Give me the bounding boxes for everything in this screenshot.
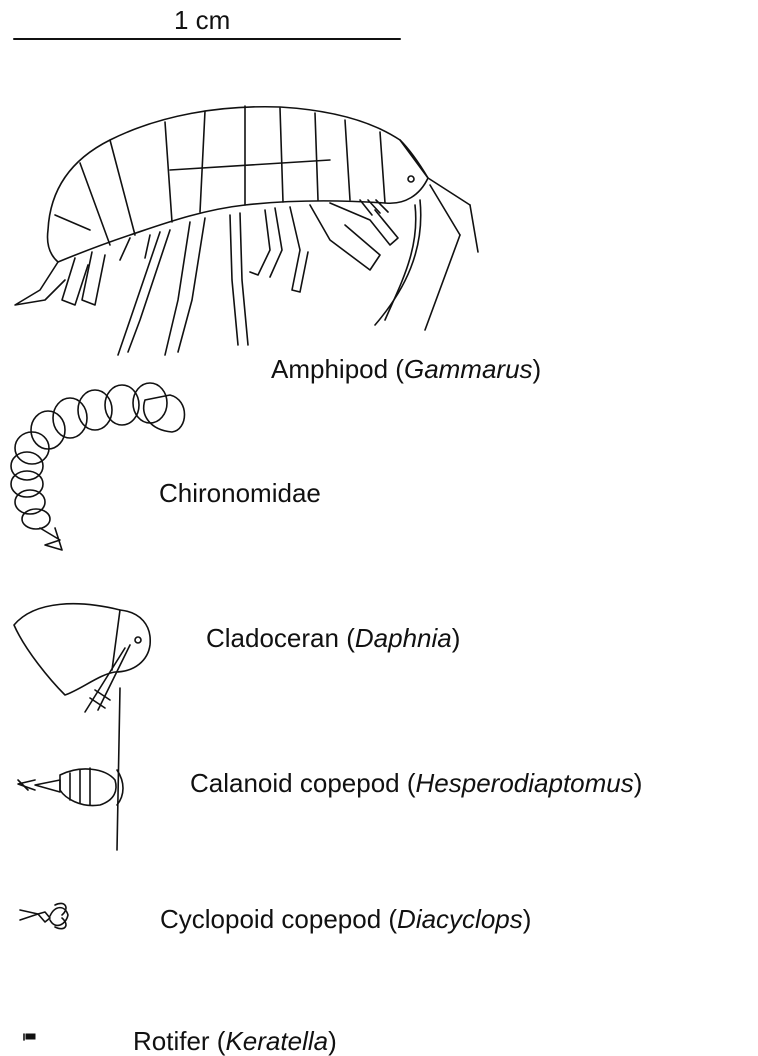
amphipod-icon — [15, 106, 478, 355]
cladoceran-label: Cladoceran (Daphnia) — [206, 625, 460, 651]
scale-bar-label: 1 cm — [174, 7, 230, 33]
cyclopoid-copepod-icon — [20, 903, 68, 928]
chironomid-larva-icon — [11, 383, 185, 550]
amphipod-label: Amphipod (Gammarus) — [271, 356, 541, 382]
calanoid-copepod-icon — [18, 688, 123, 850]
rotifer-label: Rotifer (Keratella) — [133, 1028, 337, 1054]
rotifer-icon — [24, 1034, 35, 1040]
calanoid-copepod-label: Calanoid copepod (Hesperodiaptomus) — [190, 770, 642, 796]
chironomidae-label: Chironomidae — [159, 480, 321, 506]
daphnia-icon — [14, 604, 150, 712]
cyclopoid-copepod-label: Cyclopoid copepod (Diacyclops) — [160, 906, 531, 932]
